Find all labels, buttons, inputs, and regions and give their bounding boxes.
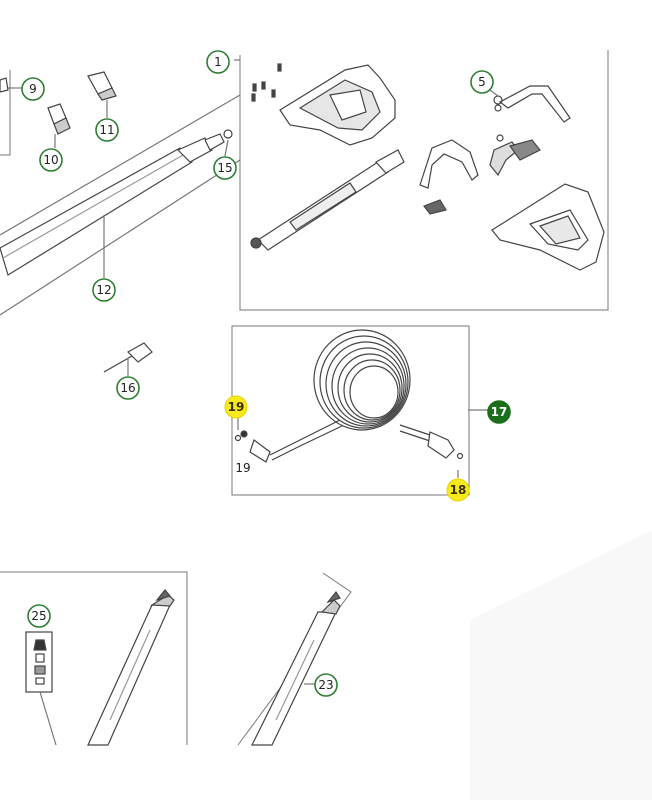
callout-19-highlighted[interactable]: 19 — [224, 395, 248, 419]
svg-text:11: 11 — [99, 123, 114, 137]
screws — [251, 63, 282, 102]
svg-text:9: 9 — [29, 82, 37, 96]
svg-text:1: 1 — [214, 55, 222, 69]
callout-9: 9 — [21, 77, 45, 101]
lower-lance-23 — [251, 590, 341, 746]
callout-17-selected[interactable]: 17 — [487, 400, 511, 424]
svg-text:16: 16 — [120, 381, 135, 395]
svg-text:15: 15 — [217, 161, 232, 175]
svg-text:17: 17 — [491, 405, 508, 419]
lower-lance-left — [87, 589, 175, 746]
svg-text:19: 19 — [235, 461, 250, 475]
callout-5: 5 — [470, 70, 494, 94]
trigger-gun-parts — [234, 59, 605, 271]
callout-1: 1 — [206, 50, 230, 74]
faint-shading — [470, 530, 652, 800]
callout-11: 11 — [95, 118, 119, 142]
part-25-assembly — [25, 631, 57, 746]
callout-10: 10 — [39, 148, 63, 172]
svg-text:10: 10 — [43, 153, 58, 167]
svg-text:18: 18 — [450, 483, 467, 497]
callout-12: 12 — [92, 278, 116, 302]
callout-23: 23 — [314, 673, 338, 697]
callout-15: 15 — [213, 156, 237, 180]
label-19-plain: 19 — [235, 461, 250, 475]
svg-text:25: 25 — [31, 609, 46, 623]
callout-18-highlighted[interactable]: 18 — [446, 478, 470, 502]
svg-text:5: 5 — [478, 75, 486, 89]
svg-text:12: 12 — [96, 283, 111, 297]
callout-25: 25 — [27, 604, 51, 628]
part-16-pin — [103, 342, 153, 376]
callout-16: 16 — [116, 376, 140, 400]
svg-text:23: 23 — [318, 678, 333, 692]
wand-assembly-12 — [0, 94, 241, 316]
nozzle-parts — [0, 71, 233, 157]
hose-reel-17 — [234, 329, 488, 478]
svg-text:19: 19 — [228, 400, 245, 414]
